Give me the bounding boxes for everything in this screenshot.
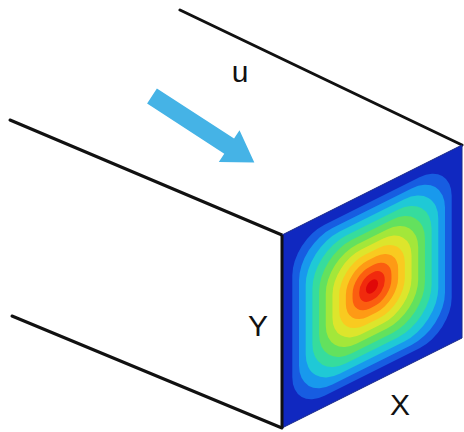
contour-level [332,224,411,348]
duct-edge [12,316,282,428]
contour-level [312,193,431,380]
flow-arrow [142,80,265,178]
contour-level [366,277,378,296]
axis-label: Y [248,311,268,341]
contour-level [339,235,405,338]
contour-level [326,214,418,359]
duct-edge [180,10,462,145]
contour-level [292,161,451,412]
contour-level [353,256,392,317]
contour-level [359,266,384,306]
duct-edge [281,235,284,428]
velocity-contour [282,145,462,428]
contour-level [319,203,425,369]
outlet-face [282,145,462,428]
contour-level [282,145,462,428]
velocity-symbol: u [232,57,249,87]
contour-level [346,245,398,327]
axis-label: X [390,390,410,420]
contour-level [299,172,445,402]
